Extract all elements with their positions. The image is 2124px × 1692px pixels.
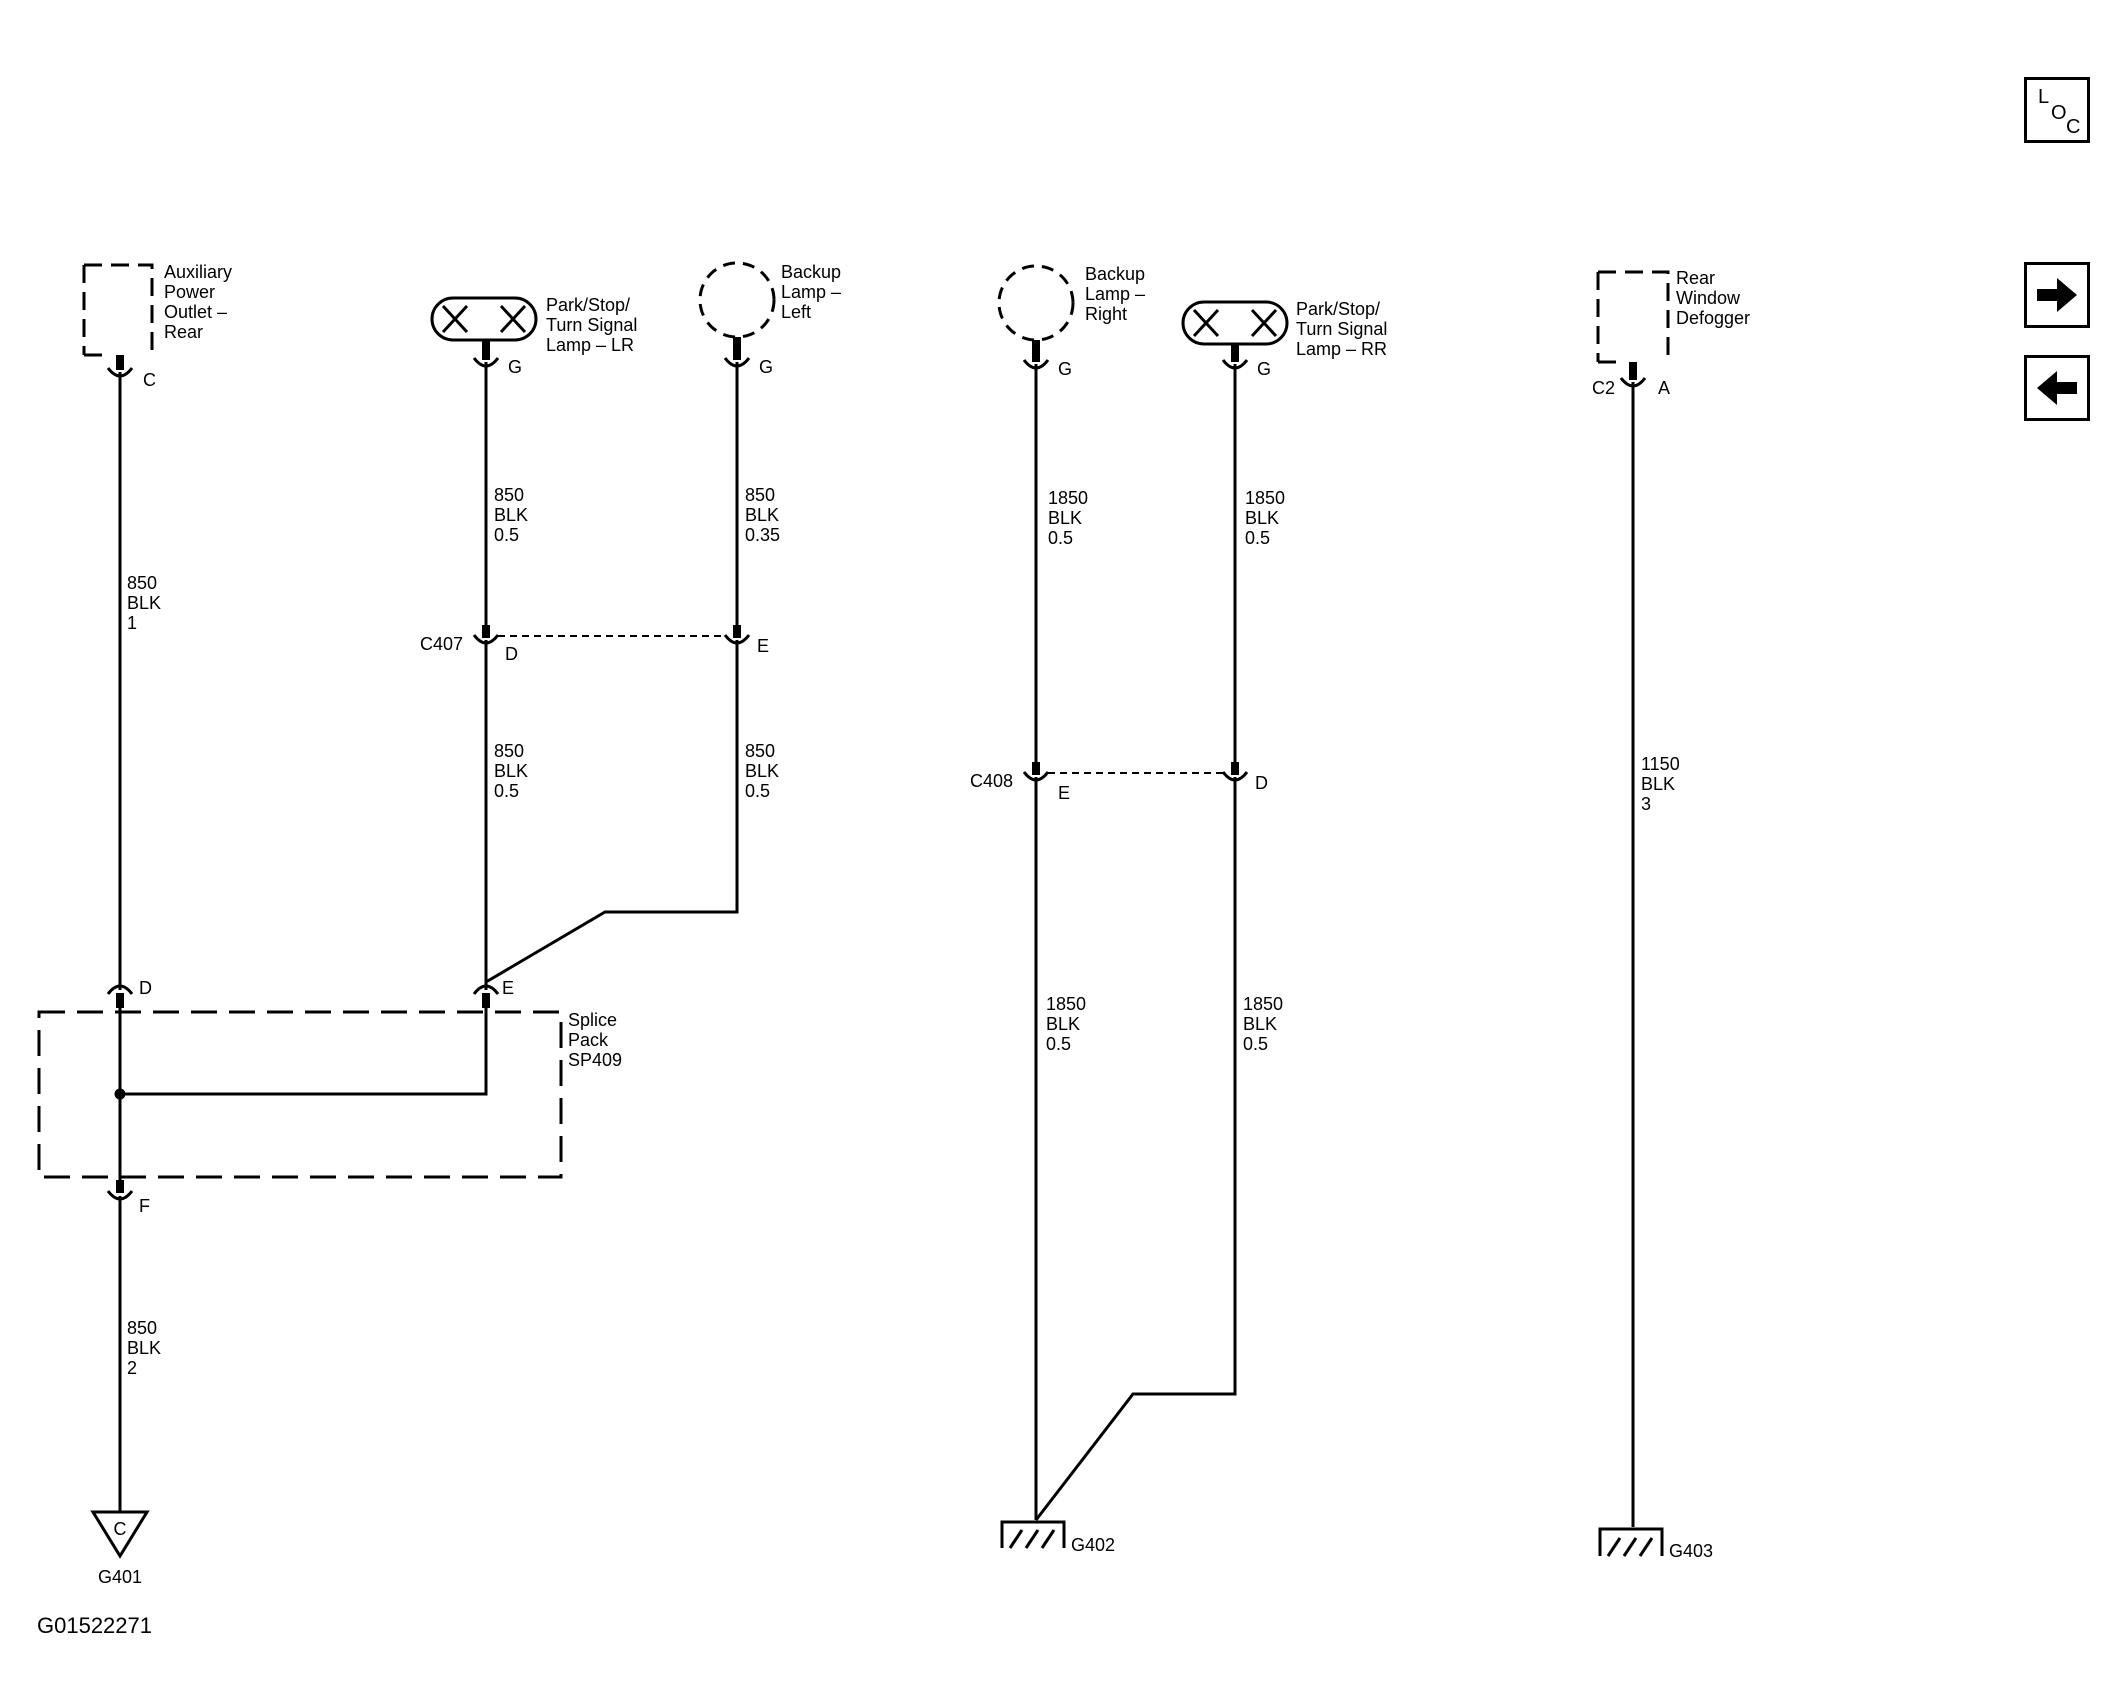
- ground-g402-label: G402: [1071, 1535, 1115, 1555]
- park-stop-turn-lamp-lr-symbol: [430, 296, 538, 342]
- ground-g401-mark: C: [114, 1519, 127, 1539]
- backup-lamp-left-label: Backup Lamp – Left: [781, 262, 846, 322]
- next-page-button[interactable]: [2024, 262, 2090, 328]
- aux-power-outlet-label: Auxiliary Power Outlet – Rear: [164, 262, 237, 342]
- arrow-right-icon: [2037, 278, 2077, 312]
- backup-lamp-right-symbol: [997, 264, 1075, 342]
- splice-pin-d: [106, 984, 134, 995]
- ground-g403-label: G403: [1669, 1541, 1713, 1561]
- wire-lr-top-label: 850 BLK 0.5: [494, 485, 533, 545]
- backup-lamp-right-label: Backup Lamp – Right: [1085, 264, 1150, 324]
- wire-g401-label: 850 BLK 2: [127, 1318, 166, 1378]
- figure-id: G01522271: [37, 1613, 152, 1638]
- park-stop-turn-lamp-rr-symbol: [1181, 300, 1289, 346]
- c407-pin-d-label: D: [505, 644, 518, 664]
- ground-g403-symbol: [1598, 1527, 1664, 1557]
- rear-window-defogger-symbol: [1596, 270, 1670, 364]
- svg-text:O: O: [2051, 102, 2067, 124]
- rear-window-defogger-label: Rear Window Defogger: [1676, 268, 1750, 328]
- aux-power-outlet-symbol: [82, 263, 154, 357]
- location-button[interactable]: L O C: [2024, 77, 2090, 143]
- bl-pin-g-label: G: [759, 357, 773, 377]
- wire-c408d-to-g402: [1034, 777, 1237, 1521]
- svg-text:C: C: [2066, 116, 2080, 138]
- wire-c407e-to-splice-e: [485, 640, 739, 984]
- splice-junction: [114, 1088, 126, 1100]
- ground-g401-label: G401: [98, 1567, 142, 1587]
- wire-br-top-label: 1850 BLK 0.5: [1048, 488, 1093, 548]
- c408-pin-e-label: E: [1058, 783, 1070, 803]
- c408-pin-d-label: D: [1255, 773, 1268, 793]
- backup-lamp-left-symbol: [698, 261, 776, 339]
- aux-pin-c-label: C: [143, 370, 156, 390]
- br-pin-g-label: G: [1058, 359, 1072, 379]
- wire-lr-mid-label: 850 BLK 0.5: [494, 741, 533, 801]
- splice-pin-e: [472, 984, 500, 995]
- wire-rr-bot-label: 1850 BLK 0.5: [1243, 994, 1288, 1054]
- wire-rr-top-label: 1850 BLK 0.5: [1245, 488, 1290, 548]
- splice-pin-d-label: D: [139, 978, 152, 998]
- wire-def-label: 1150 BLK 3: [1641, 754, 1685, 814]
- c407-connector-label: C407: [420, 634, 463, 654]
- lr-pin-g-label: G: [508, 357, 522, 377]
- wire-bl-mid-label: 850 BLK 0.5: [745, 741, 784, 801]
- ground-g401-symbol: [90, 1510, 150, 1559]
- splice-pin-f-label: F: [139, 1196, 150, 1216]
- wire-bl-top-label: 850 BLK 0.35: [745, 485, 784, 545]
- svg-text:L: L: [2038, 86, 2049, 108]
- def-pin-a-label: A: [1658, 378, 1670, 398]
- c408-connector-label: C408: [970, 771, 1013, 791]
- park-stop-turn-rr-label: Park/Stop/ Turn Signal Lamp – RR: [1296, 299, 1392, 359]
- splice-internal-branch: [120, 1008, 488, 1096]
- c407-pin-e-label: E: [757, 636, 769, 656]
- arrow-left-icon: [2037, 371, 2077, 405]
- ground-g402-symbol: [1000, 1520, 1066, 1549]
- previous-page-button[interactable]: [2024, 355, 2090, 421]
- splice-pin-e-label: E: [502, 978, 514, 998]
- park-stop-turn-lr-label: Park/Stop/ Turn Signal Lamp – LR: [546, 295, 642, 355]
- splice-pack-label: Splice Pack SP409: [568, 1010, 622, 1070]
- location-icon: L O C: [2038, 86, 2080, 138]
- rr-pin-g-label: G: [1257, 359, 1271, 379]
- wire-aux-top-label: 850 BLK 1: [127, 573, 166, 633]
- wire-br-bot-label: 1850 BLK 0.5: [1046, 994, 1091, 1054]
- def-connector-label: C2: [1592, 378, 1615, 398]
